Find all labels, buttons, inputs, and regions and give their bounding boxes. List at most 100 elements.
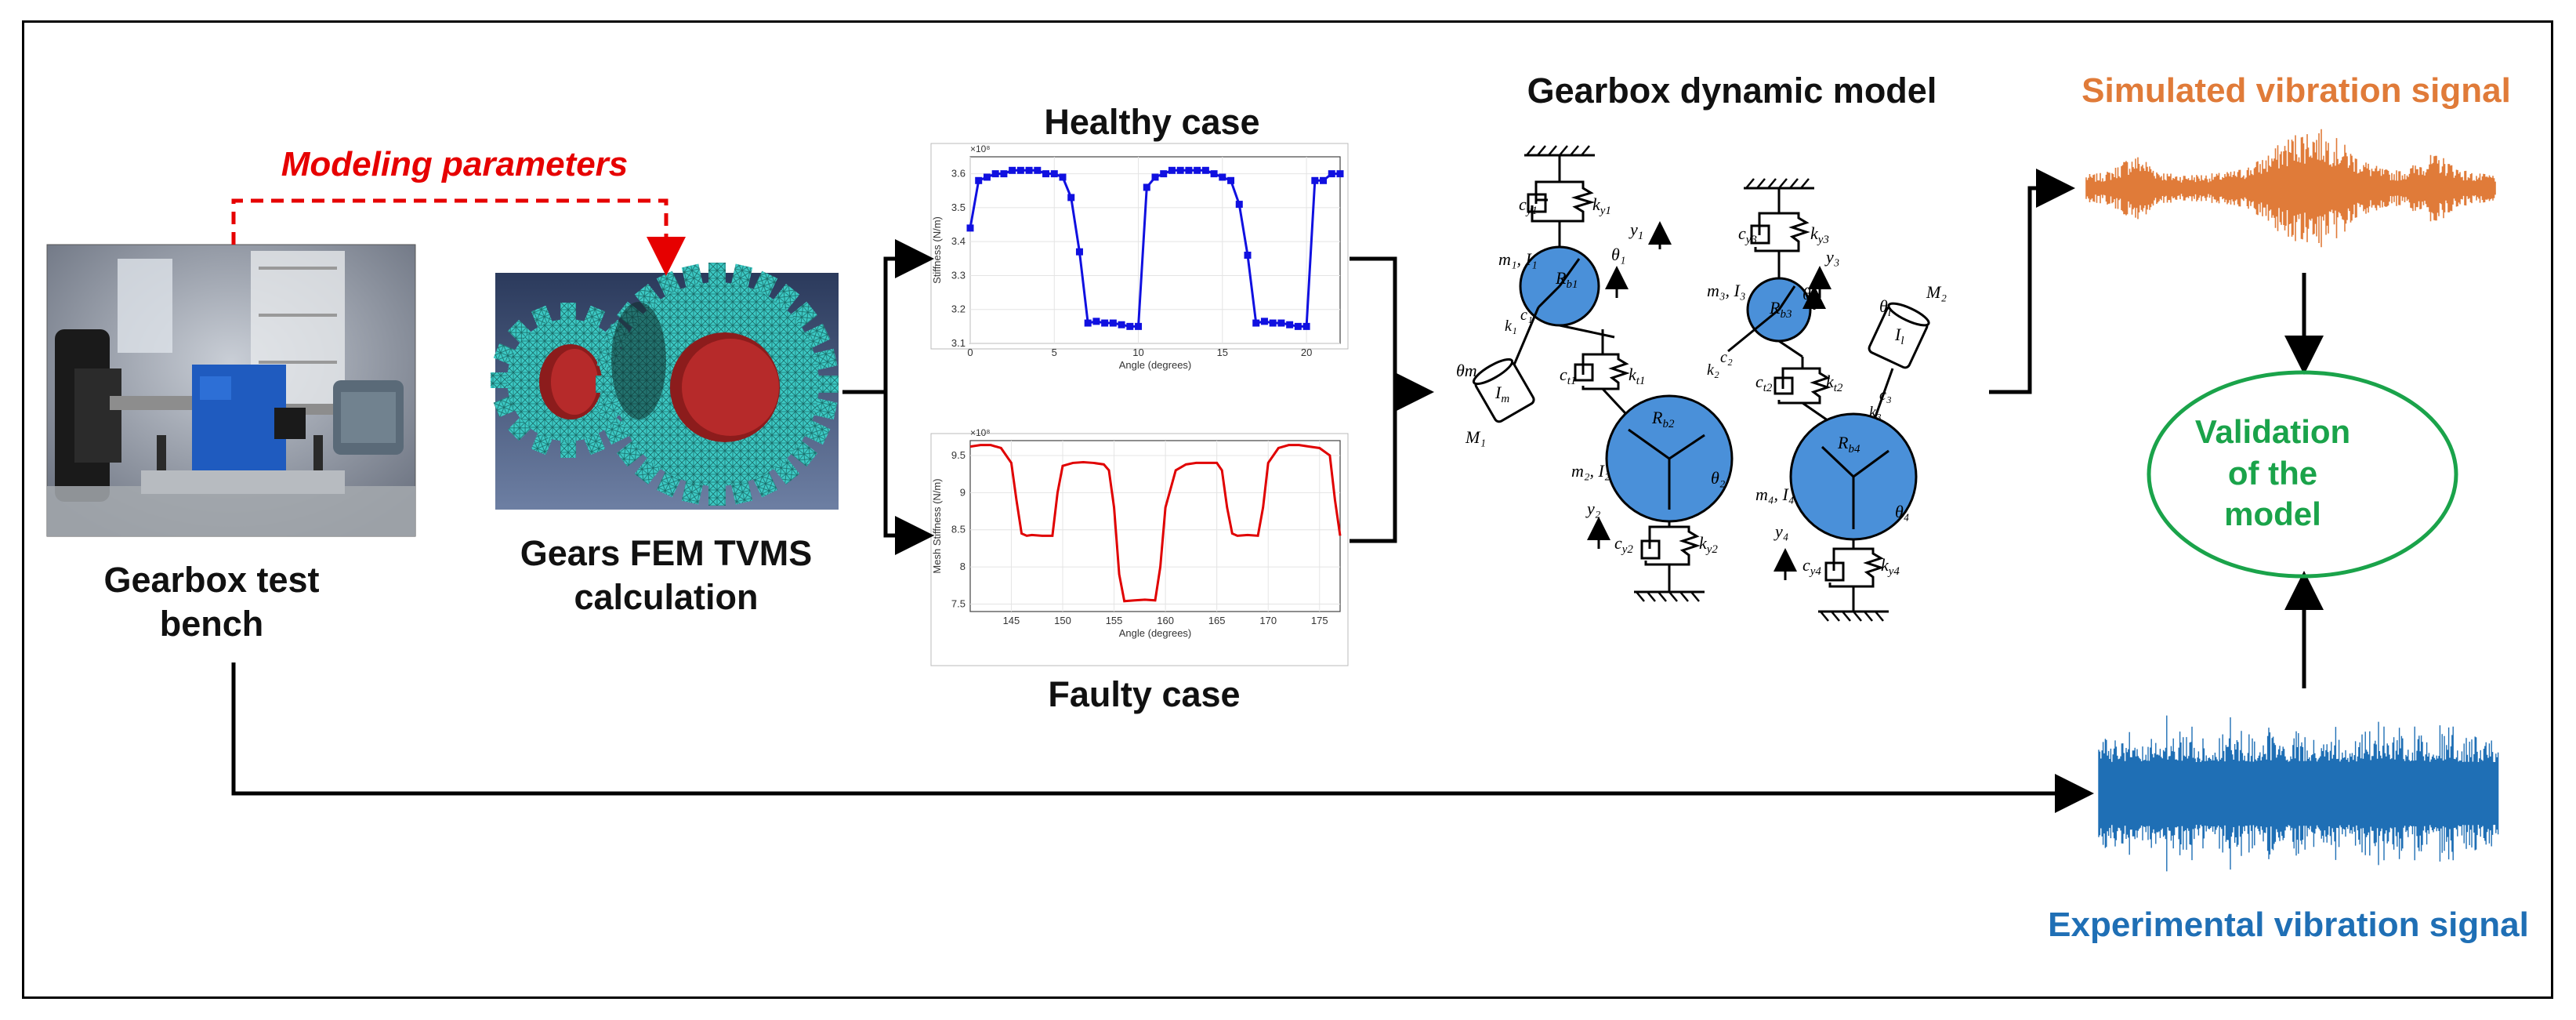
healthy-xtick-label: 10 <box>1132 347 1143 358</box>
faulty-xtick-label: 175 <box>1311 615 1328 626</box>
fem-large-gear <box>596 263 839 506</box>
healthy-data-point <box>1201 166 1209 174</box>
faulty-xtick-label: 145 <box>1003 615 1020 626</box>
healthy-data-point <box>1084 319 1092 327</box>
healthy-ytick-label: 3.5 <box>951 201 966 213</box>
healthy-xtick-label: 20 <box>1301 347 1312 358</box>
flow-arrows <box>231 169 2324 813</box>
sym-y3: y₃ <box>1824 247 1839 267</box>
arrow-bench-to-experimental <box>231 662 2094 813</box>
faulty-ytick-label: 7.5 <box>951 598 966 610</box>
modeling-parameters-label: Modeling parameters <box>281 145 629 183</box>
sym-kt1: kt1 <box>1629 365 1645 387</box>
faulty-xlabel: Angle (degrees) <box>1119 627 1192 639</box>
dynamic-model-title: Gearbox dynamic model <box>1527 71 1937 111</box>
faulty-xtick-label: 165 <box>1208 615 1226 626</box>
model-symbols: cy1 ky1 y1 m₁, I₁ θ₁ Rb1 c₁ k₁ ct1 kt1 θ… <box>1456 194 1947 578</box>
healthy-xtick-label: 5 <box>1052 347 1057 358</box>
faulty-xtick-label: 150 <box>1054 615 1071 626</box>
sym-kt2: kt2 <box>1826 372 1843 394</box>
healthy-data-point <box>1185 166 1193 174</box>
sym-cy1: cy1 <box>1519 194 1538 217</box>
healthy-data-point <box>966 224 974 232</box>
sym-c3: c₃ <box>1879 387 1892 404</box>
healthy-data-point <box>1168 166 1176 174</box>
healthy-data-point <box>1286 321 1294 329</box>
healthy-data-point <box>1050 170 1058 178</box>
sym-m2I2: m₂, I₂ <box>1571 461 1610 481</box>
sym-M2: M₂ <box>1926 282 1947 302</box>
faulty-xtick-label: 170 <box>1259 615 1277 626</box>
healthy-data-point <box>975 176 983 184</box>
faulty-xtick-label: 160 <box>1157 615 1174 626</box>
healthy-data-point <box>1109 319 1117 327</box>
faulty-exponent: ×10⁸ <box>970 427 990 438</box>
fem-label: Gears FEM TVMS calculation <box>462 532 870 620</box>
healthy-data-point <box>1143 183 1150 191</box>
sym-theta3: θ₃ <box>1802 284 1817 303</box>
sym-cy4: cy4 <box>1802 555 1821 578</box>
faulty-ytick-label: 8.5 <box>951 524 966 535</box>
healthy-xlabel: Angle (degrees) <box>1119 359 1192 371</box>
test-bench-photo <box>46 244 416 537</box>
healthy-data-point <box>1009 166 1016 174</box>
fem-line1: Gears FEM TVMS <box>520 533 813 573</box>
healthy-data-point <box>1025 166 1033 174</box>
healthy-data-point <box>1227 176 1235 184</box>
faulty-ytick-label: 9.5 <box>951 449 966 461</box>
sym-ct1: ct1 <box>1560 365 1576 387</box>
faulty-ytick-label: 8 <box>960 561 966 572</box>
sym-cy2: cy2 <box>1614 533 1633 556</box>
faulty-ylabel: Mesh Stiffness (N/m) <box>931 478 943 573</box>
arrow-fem-to-faulty <box>883 392 934 555</box>
sym-m1I1: m₁, I₁ <box>1498 249 1538 269</box>
healthy-data-point <box>991 170 999 178</box>
test-bench-label: Gearbox test bench <box>47 558 376 647</box>
healthy-data-point <box>1219 173 1226 181</box>
healthy-data-point <box>1294 322 1302 330</box>
sym-Il: Il <box>1894 325 1904 347</box>
sym-M1: M₁ <box>1465 427 1486 447</box>
arrow-charts-to-model <box>1350 256 1426 543</box>
sym-y2: y₂ <box>1585 499 1601 518</box>
faulty-axes <box>969 440 1341 612</box>
healthy-data-point <box>1016 166 1024 174</box>
healthy-data-point <box>1151 173 1159 181</box>
healthy-data-point <box>1260 318 1268 325</box>
sym-ky3: ky3 <box>1810 223 1829 246</box>
healthy-data-point <box>1328 170 1335 178</box>
sym-thetal: θl <box>1879 296 1891 319</box>
validation-line3: model <box>2224 495 2321 532</box>
healthy-data-point <box>1269 319 1277 327</box>
validation-label: Validation of the model <box>2147 412 2398 535</box>
validation-ellipse <box>2147 370 2458 579</box>
sym-c2: c₂ <box>1720 349 1733 366</box>
healthy-data-point <box>1277 319 1285 327</box>
fem-gear-image <box>491 263 839 510</box>
healthy-data-point <box>1059 173 1067 181</box>
sym-Rb2: Rb2 <box>1651 408 1675 430</box>
healthy-ytick-label: 3.3 <box>951 269 966 281</box>
sym-m4I4: m₄, I₄ <box>1755 485 1795 504</box>
sym-Im: Im <box>1495 383 1509 405</box>
faulty-case-label: Faulty case <box>1048 674 1241 714</box>
healthy-data-point <box>1000 170 1008 178</box>
sym-m3I3: m₃, I₃ <box>1707 281 1746 300</box>
healthy-data-point <box>1118 321 1125 329</box>
sym-theta1: θ₁ <box>1611 245 1625 264</box>
diagram-frame <box>22 20 2553 999</box>
healthy-case-label: Healthy case <box>1044 102 1260 142</box>
sym-theta2: θ₂ <box>1711 468 1726 488</box>
simulated-signal-label: Simulated vibration signal <box>2081 71 2511 110</box>
sym-theta4: θ₄ <box>1895 502 1909 521</box>
faulty-xtick-label: 155 <box>1106 615 1123 626</box>
validation-line2: of the <box>2227 454 2318 492</box>
healthy-xtick-label: 0 <box>967 347 973 358</box>
healthy-data-point <box>1302 322 1310 330</box>
healthy-data-point <box>1311 176 1319 184</box>
sym-y4: y₄ <box>1773 521 1788 541</box>
experimental-signal-waveform <box>2098 715 2499 872</box>
healthy-data-point <box>1135 322 1143 330</box>
